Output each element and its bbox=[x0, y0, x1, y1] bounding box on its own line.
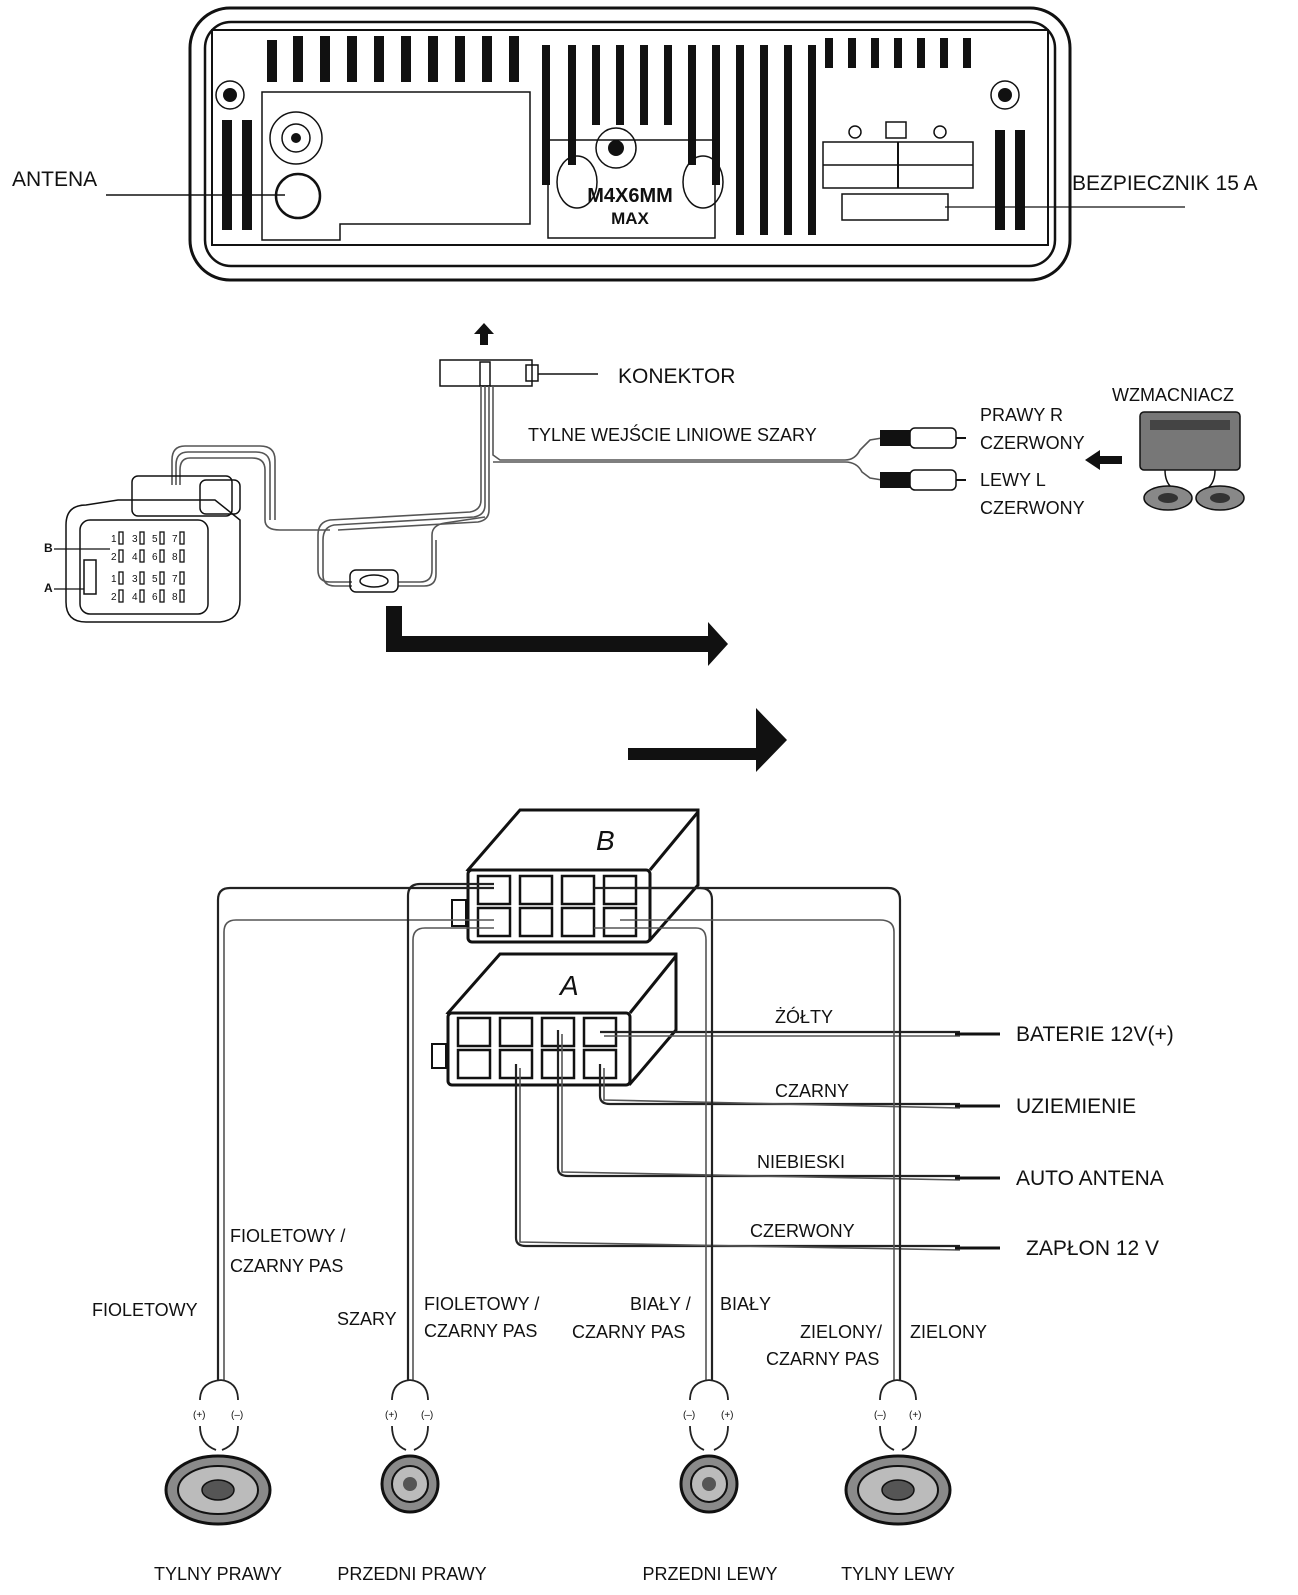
speaker-rear-right bbox=[164, 1454, 272, 1526]
iso-block-b-label: B bbox=[596, 825, 615, 856]
head-unit-rear-panel: M4X6MM MAX bbox=[188, 6, 1072, 282]
pin-a7: 7 bbox=[172, 574, 178, 585]
socket-row-b-label: B bbox=[44, 541, 53, 555]
amplifier-label: WZMACNIACZ bbox=[1112, 385, 1234, 405]
up-arrow bbox=[474, 323, 494, 345]
function-auto-antenna: AUTO ANTENA bbox=[1016, 1167, 1164, 1190]
rear-left-plus: (+) bbox=[909, 1410, 922, 1421]
wire-color-black: CZARNY bbox=[775, 1081, 849, 1101]
speaker-front-left bbox=[679, 1454, 739, 1514]
wire-color-yellow: ŻÓŁTY bbox=[775, 1006, 833, 1027]
speaker-front-right-label: PRZEDNI PRAWY bbox=[337, 1564, 486, 1584]
front-right-neg-label-2: CZARNY PAS bbox=[424, 1321, 537, 1341]
screw-size-label: M4X6MM bbox=[587, 185, 673, 207]
function-battery: BATERIE 12V(+) bbox=[1016, 1023, 1174, 1046]
front-right-neg-label: FIOLETOWY / bbox=[424, 1294, 539, 1314]
speaker-forks bbox=[199, 1379, 917, 1451]
front-right-plus: (+) bbox=[385, 1410, 398, 1421]
front-left-plus: (+) bbox=[721, 1410, 734, 1421]
function-ground: UZIEMIENIE bbox=[1016, 1095, 1136, 1118]
speaker-front-right bbox=[380, 1454, 440, 1514]
speaker-wires bbox=[216, 882, 902, 1380]
line-in-label: TYLNE WEJŚCIE LINIOWE SZARY bbox=[528, 424, 817, 445]
rear-left-pos-label: ZIELONY bbox=[910, 1322, 987, 1342]
iso-block-a: A bbox=[431, 952, 678, 1087]
iso-block-a-label: A bbox=[558, 970, 579, 1001]
rear-left-minus: (–) bbox=[874, 1410, 886, 1421]
pin-b3: 3 bbox=[132, 534, 138, 545]
rear-left-neg-label-2: CZARNY PAS bbox=[766, 1349, 879, 1369]
front-left-neg-label-2: CZARNY PAS bbox=[572, 1322, 685, 1342]
pin-a2: 2 bbox=[111, 592, 117, 603]
pin-b6: 6 bbox=[152, 552, 158, 563]
fuse-callout: BEZPIECZNIK 15 A bbox=[945, 172, 1258, 208]
left-channel-color: CZERWONY bbox=[980, 498, 1085, 518]
pin-b8: 8 bbox=[172, 552, 178, 563]
speaker-rear-left-label: TYLNY LEWY bbox=[841, 1564, 955, 1584]
rear-right-pos-label: FIOLETOWY bbox=[92, 1300, 198, 1320]
pin-a1: 1 bbox=[111, 574, 117, 585]
antenna-callout: ANTENA bbox=[12, 168, 285, 196]
harness-socket-face: B A 1 3 5 7 2 4 6 8 1 3 5 7 2 4 6 8 bbox=[44, 475, 241, 623]
function-ignition: ZAPŁON 12 V bbox=[1026, 1237, 1159, 1260]
speaker-front-left-label: PRZEDNI LEWY bbox=[642, 1564, 777, 1584]
pin-a5: 5 bbox=[152, 574, 158, 585]
mounting-screw-right bbox=[990, 80, 1020, 110]
rear-left-neg-label: ZIELONY/ bbox=[800, 1322, 882, 1342]
wire-color-red: CZERWONY bbox=[750, 1221, 855, 1241]
wire-color-blue: NIEBIESKI bbox=[757, 1152, 845, 1172]
mounting-screw-left bbox=[215, 80, 245, 110]
pin-a3: 3 bbox=[132, 574, 138, 585]
front-left-neg-label: BIAŁY / bbox=[630, 1294, 691, 1314]
rear-right-minus: (–) bbox=[231, 1410, 243, 1421]
flow-arrow-2 bbox=[605, 708, 787, 787]
rear-right-plus: (+) bbox=[193, 1410, 206, 1421]
fuse-label: BEZPIECZNIK 15 A bbox=[1072, 172, 1258, 195]
front-left-pos-label: BIAŁY bbox=[720, 1294, 771, 1314]
connector-label: KONEKTOR bbox=[618, 365, 735, 388]
front-right-pos-label: SZARY bbox=[337, 1309, 397, 1329]
heatsink-fins bbox=[222, 36, 1025, 235]
amplifier: WZMACNIACZ bbox=[1085, 385, 1245, 511]
rca-plug-left bbox=[880, 469, 966, 491]
pin-a4: 4 bbox=[132, 592, 138, 603]
pin-b2: 2 bbox=[111, 552, 117, 563]
front-right-minus: (–) bbox=[421, 1410, 433, 1421]
harness-wire-bundle bbox=[171, 386, 883, 593]
rca-plug-right bbox=[880, 427, 966, 449]
pin-b7: 7 bbox=[172, 534, 178, 545]
flow-arrow-1 bbox=[386, 606, 728, 666]
antenna-label: ANTENA bbox=[12, 168, 97, 191]
pin-a8: 8 bbox=[172, 592, 178, 603]
right-channel-color: CZERWONY bbox=[980, 433, 1085, 453]
power-wires bbox=[514, 1030, 1000, 1251]
front-left-minus: (–) bbox=[683, 1410, 695, 1421]
rear-right-neg-label: FIOLETOWY / bbox=[230, 1226, 345, 1246]
screw-max-label: MAX bbox=[611, 209, 649, 228]
pin-b5: 5 bbox=[152, 534, 158, 545]
antenna-socket bbox=[261, 91, 531, 241]
harness-connector: KONEKTOR bbox=[439, 359, 735, 388]
pin-b1: 1 bbox=[111, 534, 117, 545]
right-channel-label: PRAWY R bbox=[980, 405, 1063, 425]
iso-block-b: B bbox=[451, 808, 700, 944]
speaker-rear-right-label: TYLNY PRAWY bbox=[154, 1564, 282, 1584]
pin-a6: 6 bbox=[152, 592, 158, 603]
rear-right-neg-label-2: CZARNY PAS bbox=[230, 1256, 343, 1276]
left-channel-label: LEWY L bbox=[980, 470, 1046, 490]
socket-row-a-label: A bbox=[44, 581, 53, 595]
pin-b4: 4 bbox=[132, 552, 138, 563]
mounting-bolt-area: M4X6MM MAX bbox=[547, 127, 724, 239]
speaker-rear-left bbox=[844, 1454, 952, 1526]
